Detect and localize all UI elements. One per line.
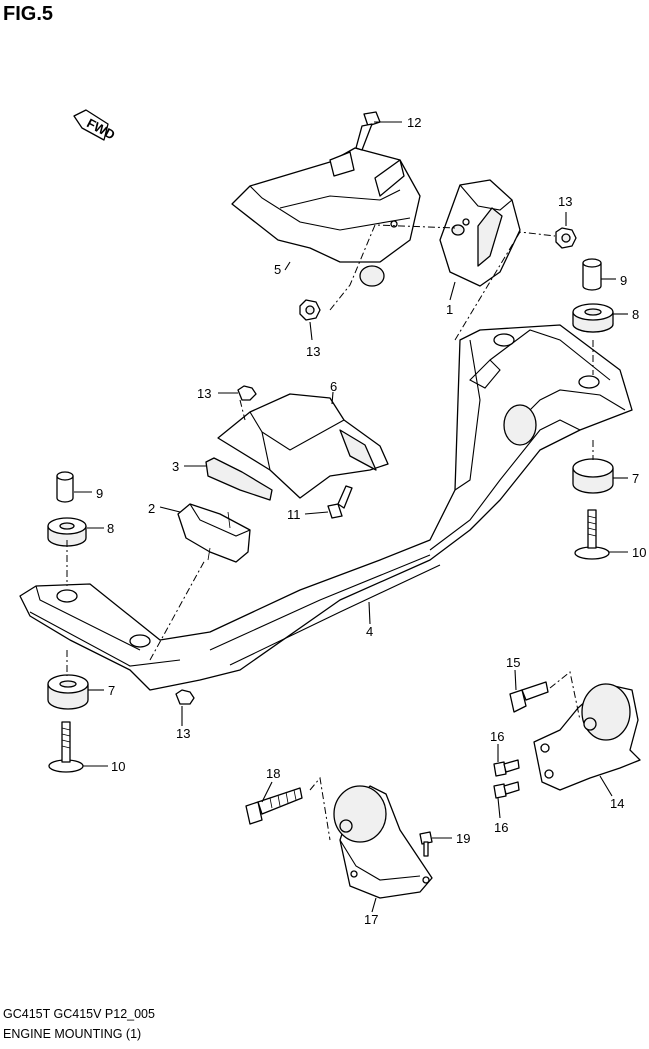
figure-title: FIG.5	[3, 3, 54, 25]
callout-label: 1	[446, 302, 453, 317]
callout-label: 16	[490, 729, 504, 744]
mount-part-17	[333, 785, 433, 899]
nut-part-13-middle	[237, 385, 257, 401]
forward-arrow-icon: FWD	[73, 109, 118, 142]
callout-label: 16	[494, 820, 508, 835]
callout-label: 18	[266, 766, 280, 781]
nut-part-13-top-right	[555, 227, 577, 249]
bolt-part-16-lower	[493, 781, 520, 799]
callout-label: 15	[506, 655, 520, 670]
bolt-part-11	[327, 485, 353, 519]
callout-label: 12	[407, 115, 421, 130]
callout-label: 11	[287, 507, 301, 522]
footer-section-name: ENGINE MOUNTING (1)	[3, 1027, 142, 1041]
callout-label: 6	[330, 379, 337, 394]
callout-label: 10	[111, 759, 125, 774]
callout-label: 8	[107, 521, 114, 536]
bracket-part-1	[439, 179, 521, 287]
bracket-part-6	[217, 393, 389, 499]
callout-label: 13	[558, 194, 572, 209]
footer-model-code: GC415T GC415V P12_005	[3, 1007, 155, 1021]
bolt-part-18	[245, 787, 303, 825]
alignment-lines	[66, 224, 594, 841]
mount-part-2	[177, 503, 251, 563]
callout-label: 7	[108, 683, 115, 698]
crossmember-frame	[19, 324, 633, 691]
callout-labels: 12 5 13 1 13 9 8 13 6 3 2 11 9 8 7 10 4 …	[96, 115, 646, 927]
callout-label: 4	[366, 624, 373, 639]
pad-part-3	[205, 457, 273, 501]
cushion-part-7-right	[572, 458, 614, 494]
callout-label: 3	[172, 459, 179, 474]
callout-label: 5	[274, 262, 281, 277]
callout-label: 10	[632, 545, 646, 560]
callout-label: 17	[364, 912, 378, 927]
bolt-part-10-right	[574, 509, 610, 560]
nut-part-13-upper-left	[299, 299, 321, 321]
callout-label: 13	[197, 386, 211, 401]
bracket-part-5	[231, 147, 421, 287]
mount-part-14	[533, 683, 641, 791]
leader-lines	[74, 121, 628, 913]
nut-part-13-bottom-left	[175, 689, 195, 705]
bolt-part-10-left	[48, 721, 84, 773]
callout-label: 9	[96, 486, 103, 501]
cushion-part-8-right	[572, 303, 614, 333]
callout-label: 7	[632, 471, 639, 486]
callout-label: 9	[620, 273, 627, 288]
callout-label: 8	[632, 307, 639, 322]
callout-label: 14	[610, 796, 624, 811]
callout-label: 19	[456, 831, 470, 846]
bolt-part-16-upper	[493, 759, 520, 777]
bolt-part-15	[509, 681, 549, 713]
callout-label: 13	[176, 726, 190, 741]
cushion-part-8-left	[47, 517, 87, 547]
collar-part-9-left	[56, 471, 74, 503]
collar-part-9-right	[582, 258, 602, 291]
callout-label: 2	[148, 501, 155, 516]
callout-label: 13	[306, 344, 320, 359]
cushion-part-7-left	[47, 674, 89, 710]
bolt-part-19	[419, 831, 433, 857]
bolt-part-12	[355, 111, 381, 151]
